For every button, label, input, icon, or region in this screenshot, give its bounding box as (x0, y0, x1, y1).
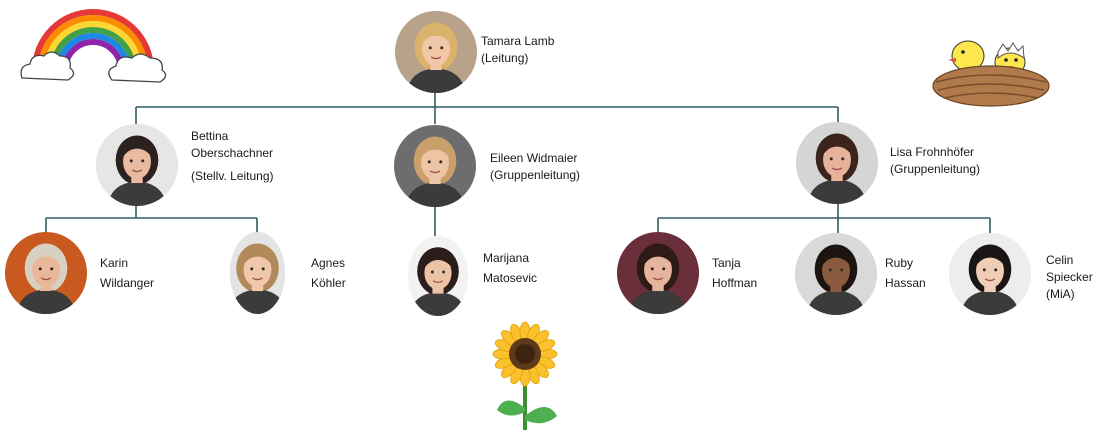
last-name-celin: Spiecker (1046, 270, 1093, 284)
label-tamara: Tamara Lamb (Leitung) (481, 33, 554, 67)
name-tamara: Tamara Lamb (481, 34, 555, 48)
avatar-marijana (408, 236, 468, 316)
label-karin: Karin Wildanger (100, 255, 154, 292)
portrait-celin (949, 233, 1031, 315)
chicks-in-nest-icon (932, 40, 1050, 107)
name-eileen: Eileen Widmaier (490, 151, 578, 165)
avatar-tamara (395, 11, 477, 93)
first-name-marijana: Marijana (483, 251, 530, 265)
role-tamara: (Leitung) (481, 51, 529, 65)
first-name-agnes: Agnes (311, 256, 346, 270)
avatar-bettina (96, 124, 178, 206)
portrait-tanja (617, 232, 699, 314)
label-marijana: Marijana Matosevic (483, 250, 537, 287)
portrait-agnes (230, 232, 285, 314)
avatar-karin (5, 232, 87, 314)
first-name-tanja: Tanja (712, 256, 741, 270)
label-lisa: Lisa Frohnhöfer (Gruppenleitung) (890, 144, 980, 178)
avatar-agnes (230, 232, 285, 314)
last-name-karin: Wildanger (100, 276, 155, 290)
last-name-marijana: Matosevic (483, 271, 538, 285)
portrait-marijana (408, 236, 468, 316)
portrait-tamara (395, 11, 477, 93)
label-ruby: Ruby Hassan (885, 255, 926, 292)
first-name-celin: Celin (1046, 253, 1074, 267)
sunflower-icon (492, 321, 558, 430)
label-agnes: Agnes Köhler (311, 255, 346, 292)
label-bettina: Bettina Oberschachner (Stellv. Leitung) (191, 128, 273, 185)
rainbow-arc (38, 15, 148, 71)
cloud-icon (20, 51, 167, 83)
rainbow-icon (20, 9, 167, 83)
last-name-tanja: Hoffman (712, 276, 758, 290)
first-name-bettina: Bettina (191, 129, 229, 143)
label-celin: Celin Spiecker (MiA) (1046, 252, 1093, 303)
avatar-eileen (394, 125, 476, 207)
last-name-ruby: Hassan (885, 276, 926, 290)
rainbow-arc (44, 21, 142, 71)
avatar-ruby (795, 233, 877, 315)
portrait-lisa (796, 122, 878, 204)
last-name-agnes: Köhler (311, 276, 346, 290)
avatar-celin (949, 233, 1031, 315)
name-lisa: Lisa Frohnhöfer (890, 145, 975, 159)
first-name-ruby: Ruby (885, 256, 914, 270)
portrait-ruby (795, 233, 877, 315)
rainbow-arc (32, 9, 154, 71)
avatar-tanja (617, 232, 699, 314)
note-celin: (MiA) (1046, 287, 1075, 301)
rainbow-arc (62, 39, 124, 71)
last-name-bettina: Oberschachner (191, 146, 274, 160)
label-eileen: Eileen Widmaier (Gruppenleitung) (490, 150, 580, 184)
portrait-bettina (96, 124, 178, 206)
portrait-eileen (394, 125, 476, 207)
role-bettina: (Stellv. Leitung) (191, 169, 274, 183)
role-lisa: (Gruppenleitung) (890, 162, 981, 176)
avatar-lisa (796, 122, 878, 204)
label-tanja: Tanja Hoffman (712, 255, 757, 292)
role-eileen: (Gruppenleitung) (490, 168, 581, 182)
portrait-karin (5, 232, 87, 314)
first-name-karin: Karin (100, 256, 129, 270)
